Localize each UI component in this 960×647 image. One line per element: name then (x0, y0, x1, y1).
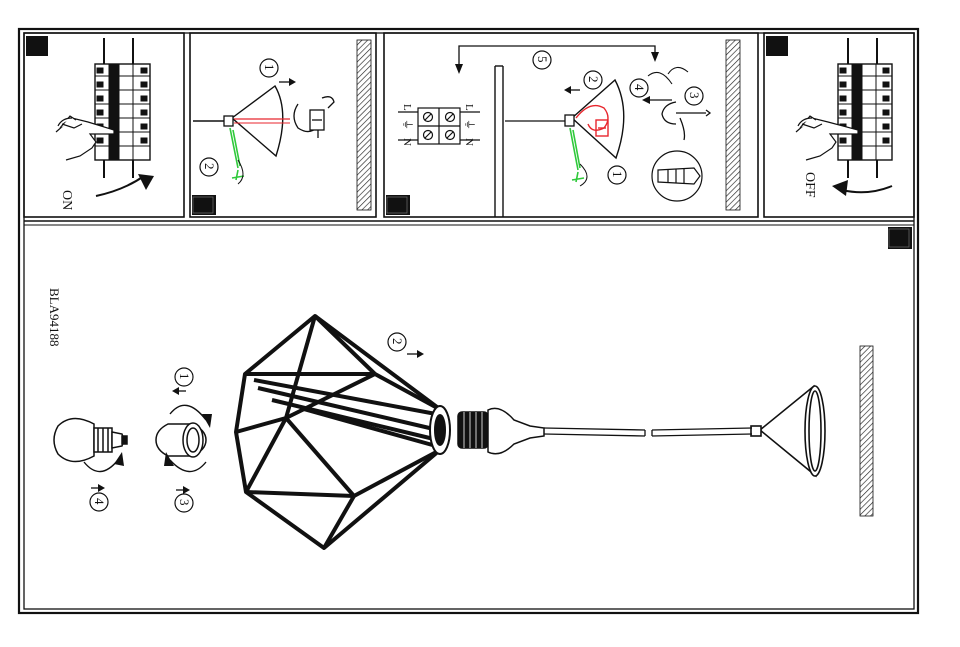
rotate-arrow-icon (95, 175, 145, 197)
live-wire-coil (575, 104, 609, 137)
switch-off-label: OFF (802, 172, 817, 198)
wire-label-neutral: N (401, 138, 413, 146)
step-number-badge (89, 492, 109, 512)
step-badge-icon (26, 36, 48, 56)
step-number-badge (607, 165, 627, 185)
step-number: 3 (177, 499, 192, 506)
panel-hang-and-earth: 1 2 (189, 32, 377, 218)
earth-wire-icon (569, 127, 585, 183)
step-number: 1 (177, 373, 192, 380)
step-5-arrow (458, 45, 656, 66)
ceiling-hook-icon (293, 96, 335, 138)
step-number: 2 (390, 338, 405, 345)
light-bulb-icon (53, 417, 128, 463)
panel-switch-off: OFF (763, 32, 915, 218)
step-number-badge (259, 58, 279, 78)
twist-arrow-icon (169, 404, 207, 421)
shade-ring-icon (155, 422, 207, 458)
wire-label-earth: ⏚ (401, 119, 414, 130)
terminal-connector-icon (398, 107, 480, 145)
hand-icon (55, 115, 115, 161)
model-code: BLA94188 (47, 288, 62, 347)
step-number-badge (199, 157, 219, 177)
earth-wire-icon (229, 127, 245, 181)
hand-icon (795, 115, 859, 161)
panel-wiring-and-mount: 5 L ⏚ N L ⏚ N (383, 32, 759, 218)
step-number-badge (684, 86, 704, 106)
ceiling-canopy-icon (750, 384, 826, 478)
step-number: 2 (586, 76, 601, 83)
wire-label-earth: ⏚ (463, 119, 476, 130)
ceiling-hatch (356, 39, 372, 211)
twist-arrow-icon (83, 459, 119, 473)
panel-switch-on: ON (23, 32, 185, 218)
shade-collar-icon (429, 405, 451, 455)
geometric-cage-shade-icon (234, 314, 443, 550)
ceiling-hatch (725, 39, 741, 211)
step-number-badge (532, 50, 552, 70)
step-badge-icon (386, 195, 410, 215)
rotate-arrow-icon (841, 185, 893, 194)
ceiling-hatch (859, 345, 874, 517)
switch-on-label: ON (59, 190, 74, 210)
twist-arrow-icon (169, 459, 207, 473)
step-number: 1 (610, 171, 625, 178)
wire-label-neutral: N (463, 138, 475, 146)
step-number-badge (174, 493, 194, 513)
terminal-block-icon (837, 38, 893, 178)
wire-label-live: L (463, 104, 475, 111)
step-number-badge (174, 367, 194, 387)
step-number: 1 (262, 64, 277, 71)
step-number: 3 (687, 92, 702, 99)
terminal-block-icon (94, 38, 151, 178)
step-badge-icon (766, 36, 788, 56)
panel-lamp-assembly: BLA94188 (47, 227, 912, 550)
step-number-badge (387, 332, 407, 352)
suspension-cable (543, 427, 753, 437)
step-number: 4 (632, 84, 647, 91)
screw-icon (661, 101, 712, 141)
outer-frame (17, 27, 920, 615)
step-number-badge (629, 78, 649, 98)
step-number: 2 (202, 163, 217, 170)
step-number: 5 (535, 56, 550, 63)
step-badge-icon (888, 227, 912, 249)
ceiling-canopy-icon (570, 78, 625, 160)
wire-label-live: L (401, 104, 413, 111)
step-badge-icon (192, 195, 216, 215)
step-number-badge (583, 70, 603, 90)
step-number: 4 (92, 498, 107, 505)
lamp-holder-icon (457, 407, 545, 455)
ceiling-canopy-icon (230, 84, 284, 158)
wall-plug-icon (651, 150, 703, 202)
